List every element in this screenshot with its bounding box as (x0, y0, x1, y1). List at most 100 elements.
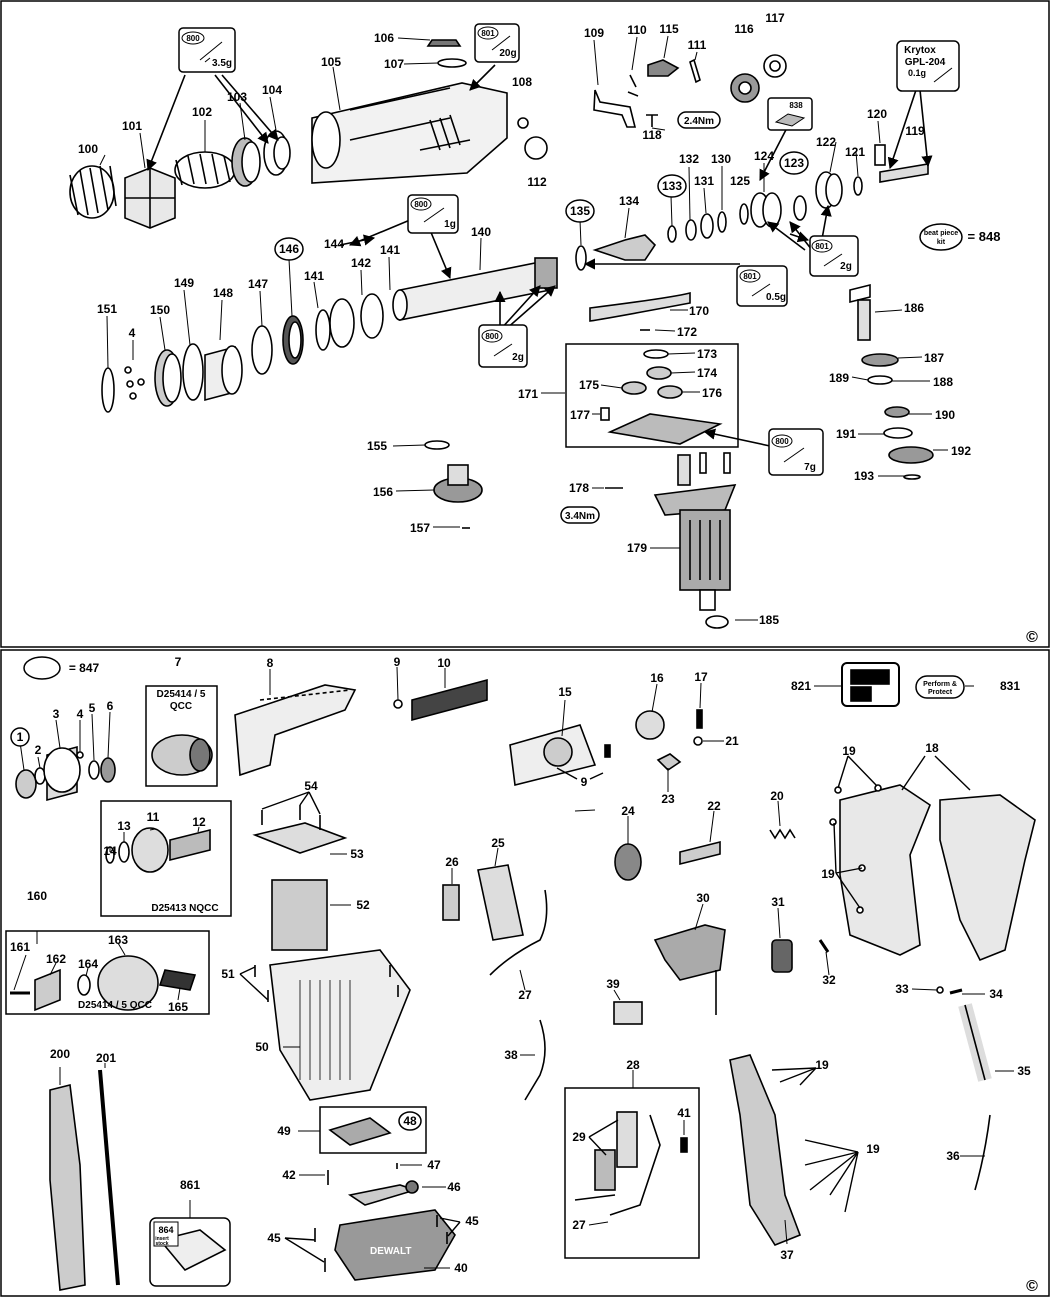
part-label-4-top: 4 (129, 326, 136, 340)
part-label-142: 142 (351, 256, 371, 270)
krytox-line2: GPL-204 (905, 57, 946, 68)
part-label-125: 125 (730, 174, 750, 188)
part-label-2: 2 (35, 743, 42, 757)
part-label-45b: 45 (267, 1231, 281, 1245)
grease-gun-icon (933, 67, 953, 83)
part-label-116: 116 (734, 22, 754, 36)
part-label-188: 188 (933, 375, 953, 389)
part-label-121: 121 (845, 145, 865, 159)
grease-gun-icon (199, 41, 223, 63)
krytox-box (896, 40, 960, 92)
part-label-24: 24 (621, 804, 635, 818)
grease-boxes: 800 3.5g 801 20g 800 1g 801 0.5g 800 2g … (178, 23, 963, 476)
part-label-9a: 9 (394, 655, 401, 669)
part-label-19a: 19 (842, 744, 856, 758)
circled-label-135: 135 (570, 204, 590, 218)
grease-code: 800 (485, 332, 499, 341)
bottom-leader-lines (13, 666, 1014, 1269)
part-label-19c: 19 (815, 1058, 829, 1072)
part-label-30: 30 (696, 891, 710, 905)
part-label-157: 157 (410, 521, 430, 535)
perform-protect-badge (915, 675, 965, 699)
grease-amount: 7g (804, 462, 816, 473)
part-label-147: 147 (248, 277, 268, 291)
bottom-circled-labels: 1 48 (10, 727, 422, 1131)
part-label-9b: 9 (581, 775, 588, 789)
top-grease-arrows (146, 64, 933, 447)
part-label-165: 165 (168, 1000, 188, 1014)
part-box-838-label: 838 (789, 101, 803, 110)
part-label-831: 831 (1000, 679, 1020, 693)
part-label-5: 5 (89, 701, 96, 715)
part-label-14: 14 (103, 844, 117, 858)
part-label-13: 13 (117, 819, 131, 833)
part-label-107: 107 (384, 57, 404, 71)
grease-amount: 3.5g (212, 58, 232, 69)
grease-gun-icon (823, 253, 843, 267)
part-label-131: 131 (694, 174, 714, 188)
part-label-37: 37 (780, 1248, 794, 1262)
bottom-part-shapes: DEWALT (5, 656, 1036, 1291)
circled-label-123: 123 (784, 156, 804, 170)
part-label-36: 36 (946, 1149, 960, 1163)
part-label-7: 7 (175, 655, 182, 669)
part-label-174: 174 (697, 366, 717, 380)
part-label-192: 192 (951, 444, 971, 458)
part-label-100: 100 (78, 142, 98, 156)
part-label-12: 12 (192, 815, 206, 829)
grease-amount: 2g (512, 352, 524, 363)
part-label-8: 8 (267, 656, 274, 670)
part-label-45a: 45 (465, 1214, 479, 1228)
top-part-labels: 100 101 102 103 104 105 106 107 108 109 … (78, 11, 1000, 627)
part-label-164: 164 (78, 957, 98, 971)
grease-code: 800 (414, 200, 428, 209)
torque-badge-118: 2.4Nm (684, 116, 714, 127)
part-label-111: 111 (688, 38, 707, 52)
part-label-52: 52 (356, 898, 370, 912)
part-label-19d: 19 (866, 1142, 880, 1156)
grease-code: 800 (775, 437, 789, 446)
perform-protect-line1: Perform & (923, 681, 957, 688)
part-label-149: 149 (174, 276, 194, 290)
part-label-106: 106 (374, 31, 394, 45)
part-label-117: 117 (765, 11, 785, 25)
part-label-3: 3 (53, 707, 60, 721)
part-label-4: 4 (77, 707, 84, 721)
part-label-115: 115 (659, 22, 679, 36)
part-label-49: 49 (277, 1124, 291, 1138)
part-label-108: 108 (512, 75, 532, 89)
part-label-35: 35 (1017, 1064, 1031, 1078)
part-label-31: 31 (771, 895, 785, 909)
part-label-32: 32 (822, 973, 836, 987)
case-864-label-box (153, 1221, 179, 1247)
legend-847-text: = 847 (69, 661, 100, 675)
grease-amount: 20g (499, 48, 516, 59)
part-label-187: 187 (924, 351, 944, 365)
part-label-110: 110 (627, 23, 647, 37)
bottom-part-labels: 2 3 4 5 6 7 8 9 9 10 11 12 13 14 15 16 1… (10, 655, 1031, 1275)
part-label-11: 11 (147, 810, 160, 824)
part-label-51: 51 (221, 967, 235, 981)
part-label-148: 148 (213, 286, 233, 300)
legend-ellipse-847 (23, 656, 61, 680)
part-label-200: 200 (50, 1047, 70, 1061)
krytox-line1: Krytox (904, 45, 936, 56)
part-label-190: 190 (935, 408, 955, 422)
part-label-25: 25 (491, 836, 505, 850)
top-panel-frame (0, 0, 1050, 648)
case-864-line1: insert (155, 1236, 169, 1242)
part-label-19b: 19 (821, 867, 835, 881)
part-label-21: 21 (725, 734, 739, 748)
part-label-150: 150 (150, 303, 170, 317)
part-label-22: 22 (707, 799, 721, 813)
part-label-172: 172 (677, 325, 697, 339)
part-label-151: 151 (97, 302, 117, 316)
grease-code: 801 (815, 242, 829, 251)
part-label-201: 201 (96, 1051, 116, 1065)
grease-gun-icon (491, 35, 511, 51)
part-label-848: = 848 (968, 229, 1001, 244)
part-label-47: 47 (427, 1158, 441, 1172)
part-label-40: 40 (454, 1261, 468, 1275)
part-label-27b: 27 (572, 1218, 586, 1232)
top-copyright: © (1026, 629, 1038, 646)
